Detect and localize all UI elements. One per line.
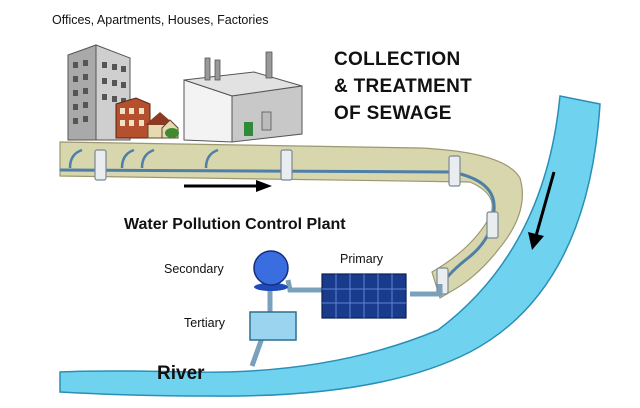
river-label: River <box>157 363 205 384</box>
lateral-connections <box>68 148 219 169</box>
arrow-down-icon <box>528 171 556 250</box>
secondary-tank <box>253 250 289 291</box>
arrow-right-icon <box>184 180 272 192</box>
apartment-building <box>115 97 151 139</box>
title-line-1: COLLECTION <box>334 49 461 70</box>
houses <box>145 112 179 139</box>
tertiary-label: Tertiary <box>184 316 225 330</box>
factory-building <box>183 51 303 143</box>
title-line-2: & TREATMENT <box>334 76 473 97</box>
tertiary-tank <box>249 311 297 341</box>
river <box>59 95 601 397</box>
sources-label: Offices, Apartments, Houses, Factories <box>52 13 269 27</box>
secondary-label: Secondary <box>164 262 224 276</box>
plant-label: Water Pollution Control Plant <box>124 216 346 233</box>
title-line-3: OF SEWAGE <box>334 103 452 124</box>
primary-tank <box>321 273 407 319</box>
manholes <box>94 149 499 295</box>
primary-label: Primary <box>340 252 384 266</box>
